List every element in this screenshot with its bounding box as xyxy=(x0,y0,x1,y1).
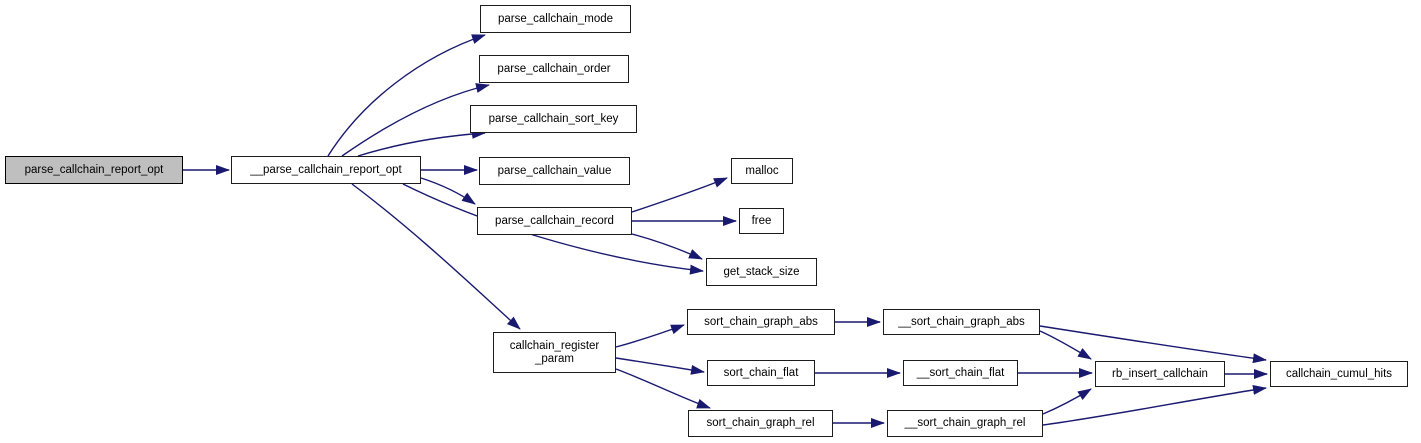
edge-__sort_abs-to-rb_insert xyxy=(1039,330,1092,360)
node-malloc[interactable]: malloc xyxy=(731,158,793,184)
node-sort_chain_flat[interactable]: sort_chain_flat xyxy=(707,360,815,386)
node-__parse_callchain_report_opt[interactable]: __parse_callchain_report_opt xyxy=(231,156,421,184)
edge-__parse-to-record xyxy=(420,177,476,205)
edge-record-to-malloc xyxy=(631,177,728,213)
node-parse_callchain_order[interactable]: parse_callchain_order xyxy=(479,55,629,83)
node-parse_callchain_report_opt: parse_callchain_report_opt xyxy=(5,156,183,184)
edge-__parse-to-sort_key xyxy=(357,128,486,157)
edge-__parse-to-order xyxy=(341,83,490,157)
node-callchain_cumul_hits[interactable]: callchain_cumul_hits xyxy=(1270,361,1408,387)
node-sort_chain_graph_rel[interactable]: sort_chain_graph_rel xyxy=(688,410,833,437)
edge-__sort_abs-to-cumul_hits xyxy=(1039,325,1267,364)
node-rb_insert_callchain[interactable]: rb_insert_callchain xyxy=(1095,361,1225,387)
edge-register_param-to-sort_rel xyxy=(615,368,711,409)
node-callchain_register_param[interactable]: callchain_register _param xyxy=(493,332,616,373)
node-parse_callchain_record[interactable]: parse_callchain_record xyxy=(477,207,632,235)
node-parse_callchain_mode[interactable]: parse_callchain_mode xyxy=(480,5,631,33)
edge-register_param-to-sort_abs xyxy=(615,324,685,348)
node-__sort_chain_graph_abs[interactable]: __sort_chain_graph_abs xyxy=(883,309,1040,335)
node-__sort_chain_graph_rel[interactable]: __sort_chain_graph_rel xyxy=(887,410,1043,437)
edge-__parse-to-get_stack_size xyxy=(402,183,704,275)
edge-register_param-to-sort_flat xyxy=(615,357,705,375)
edge-__parse-to-register_param xyxy=(351,183,521,330)
node-parse_callchain_sort_key[interactable]: parse_callchain_sort_key xyxy=(470,105,637,133)
edge-__sort_rel-to-cumul_hits xyxy=(1042,385,1267,426)
node-sort_chain_graph_abs[interactable]: sort_chain_graph_abs xyxy=(687,309,835,335)
node-get_stack_size[interactable]: get_stack_size xyxy=(706,258,817,286)
node-__sort_chain_flat[interactable]: __sort_chain_flat xyxy=(903,360,1018,386)
node-free[interactable]: free xyxy=(739,208,784,234)
edge-__sort_rel-to-rb_insert xyxy=(1042,388,1092,415)
edge-__parse-to-mode xyxy=(327,34,486,157)
edge-record-to-get_stack_size xyxy=(631,233,703,260)
node-parse_callchain_value[interactable]: parse_callchain_value xyxy=(479,157,630,185)
